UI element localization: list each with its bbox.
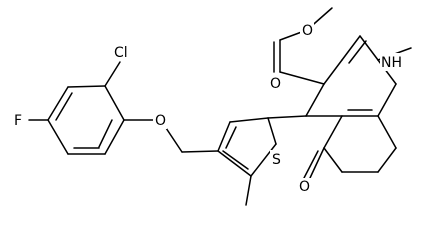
atom-labels: F Cl O S O NH O O bbox=[14, 21, 408, 196]
ketone-oxygen-label: O bbox=[299, 179, 310, 195]
ether-oxygen-label: O bbox=[155, 113, 166, 129]
atom-label-carbonyl-oxygen: O bbox=[268, 74, 282, 92]
atom-label-nitrogen: NH bbox=[380, 53, 408, 71]
sulfur-label: S bbox=[272, 152, 281, 168]
atom-label-sulfur: S bbox=[270, 150, 283, 168]
molecule-structure-drawing: F Cl O S O NH O O bbox=[14, 7, 412, 206]
atom-label-ether-oxygen: O bbox=[153, 111, 167, 129]
methoxy-oxygen-label: O bbox=[302, 23, 313, 39]
chlorine-label: Cl bbox=[114, 45, 128, 61]
nitrogen-label: NH bbox=[381, 55, 402, 71]
atom-label-methoxy-oxygen: O bbox=[300, 21, 314, 39]
carbonyl-oxygen-label: O bbox=[270, 76, 281, 92]
fluorine-label: F bbox=[14, 113, 22, 129]
atom-label-ketone-oxygen: O bbox=[297, 178, 311, 196]
atom-label-chlorine: Cl bbox=[113, 43, 135, 61]
bond-lines bbox=[28, 7, 412, 206]
atom-label-fluorine: F bbox=[14, 113, 22, 129]
